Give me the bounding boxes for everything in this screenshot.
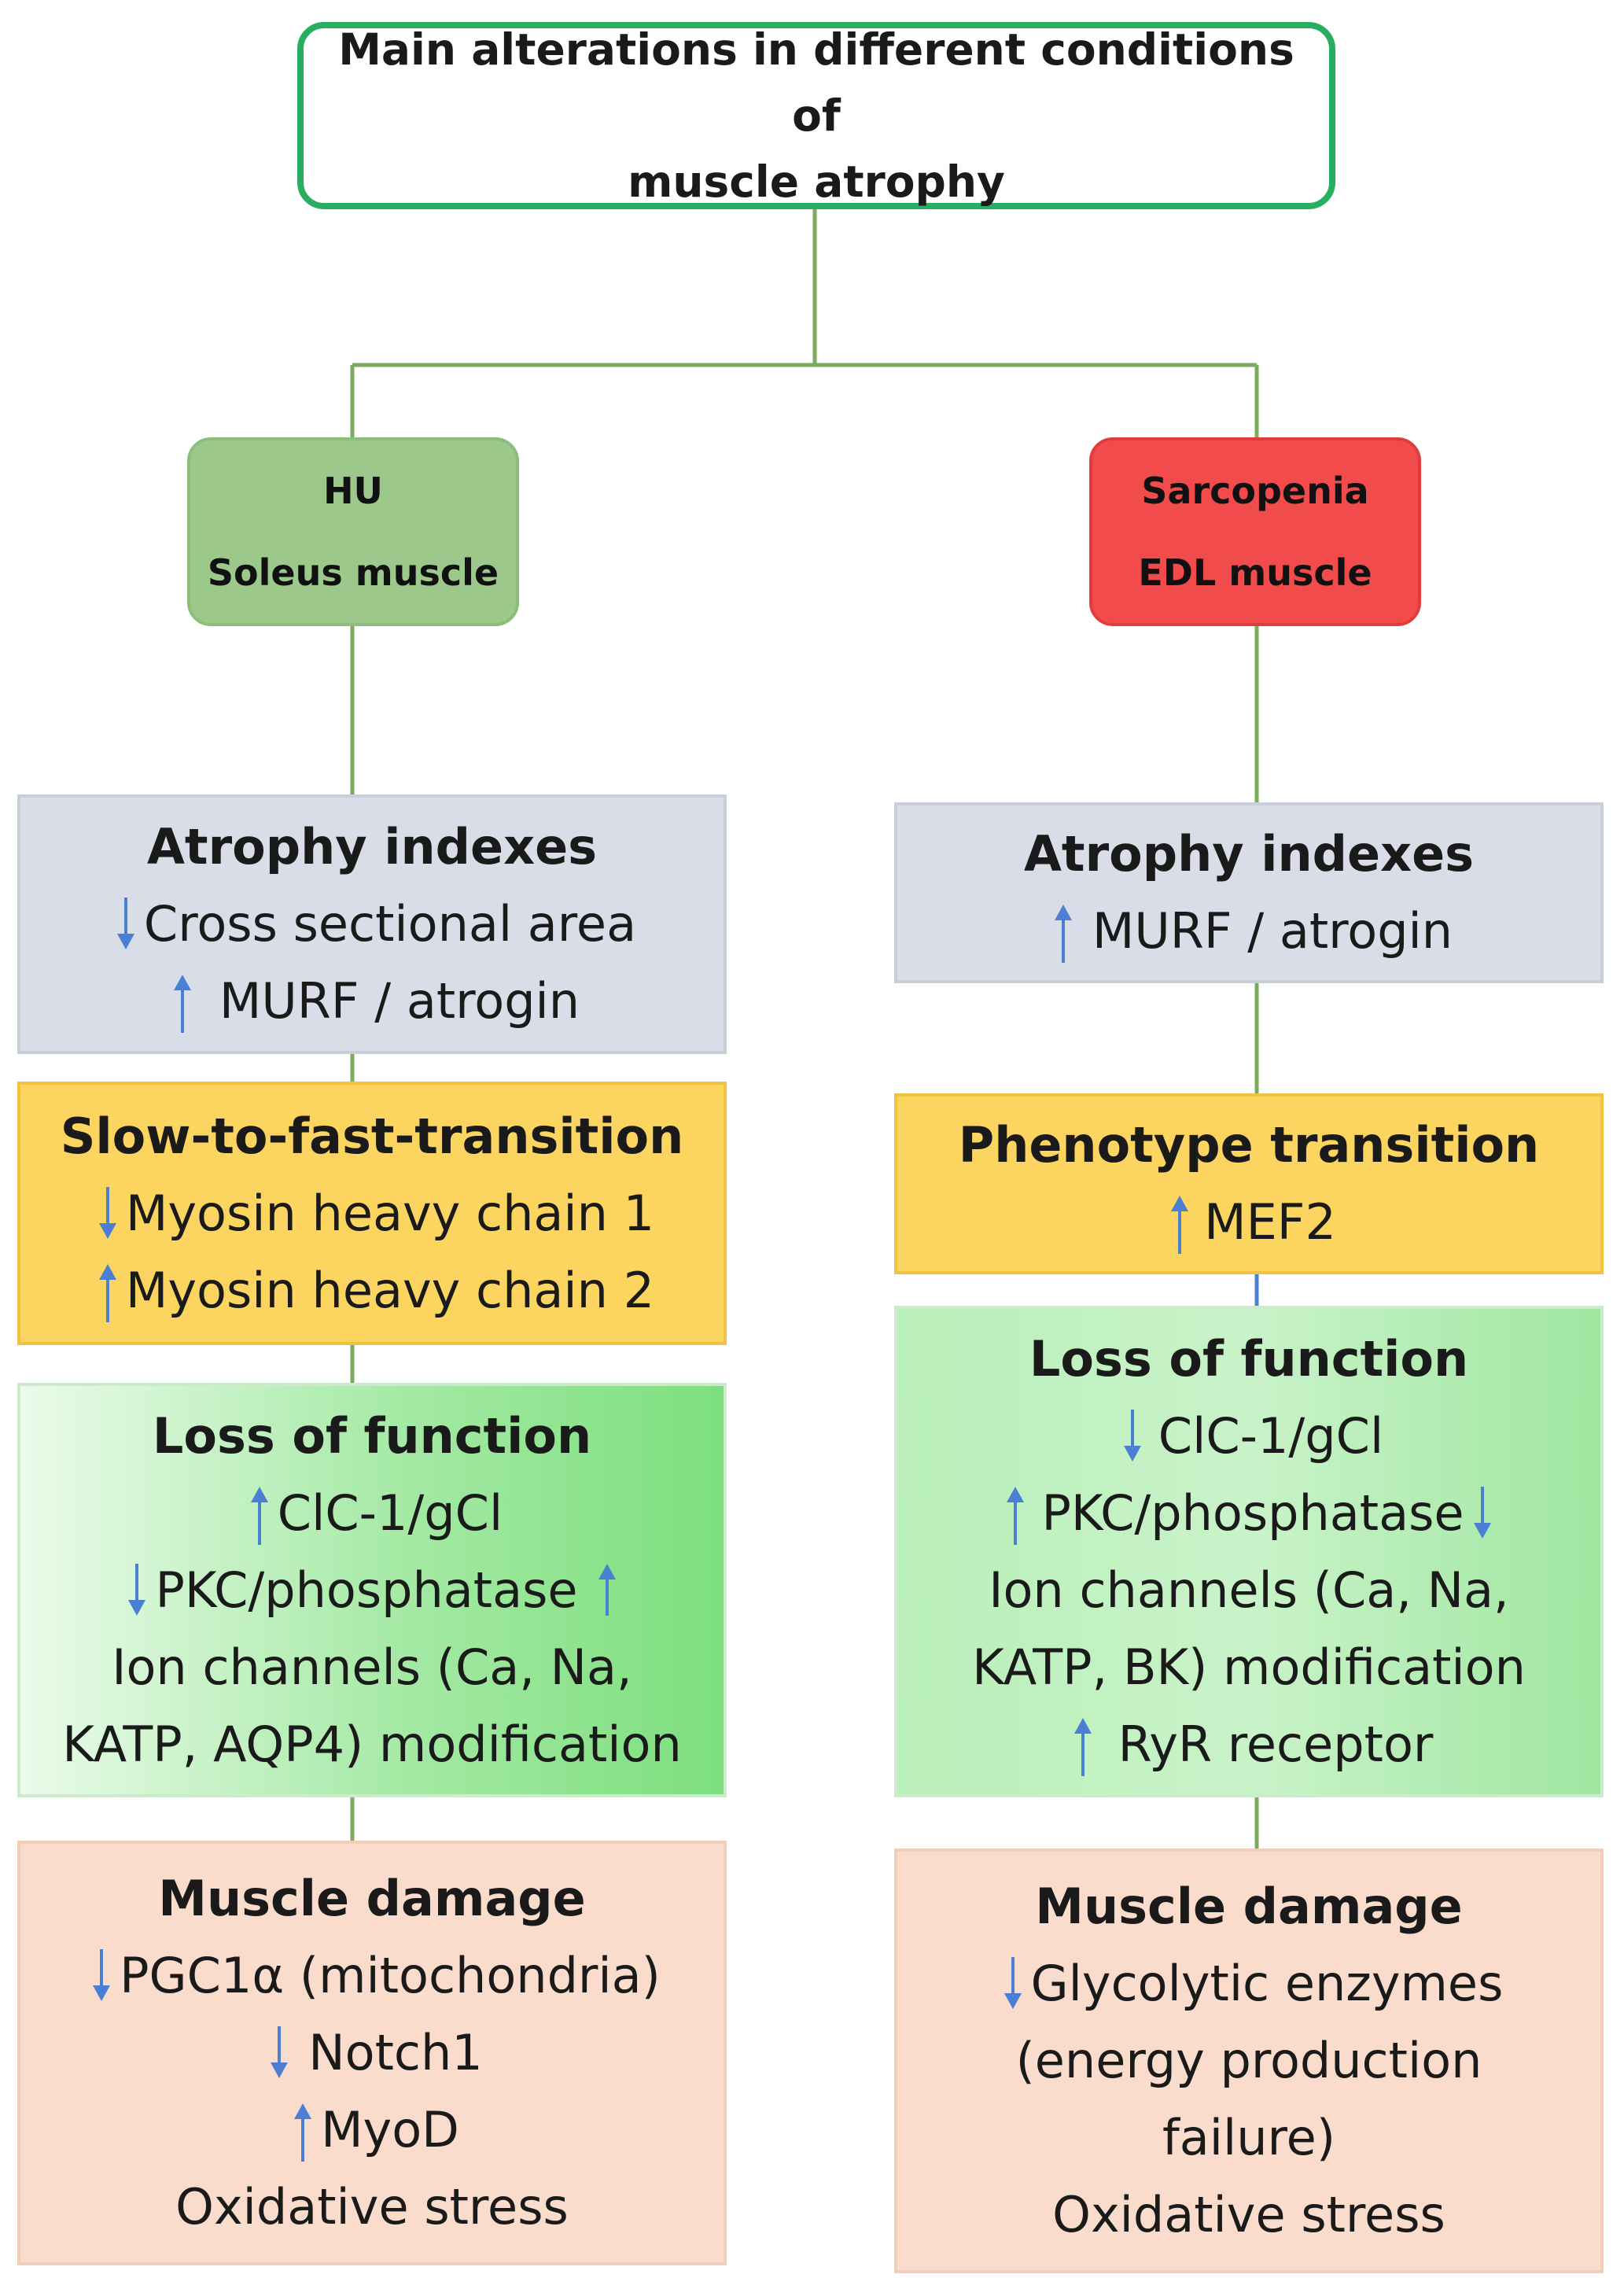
arrow-down-icon: [123, 1559, 150, 1622]
left-atrophy-item1: Cross sectional area: [143, 895, 637, 953]
right-function-item4: KATP, BK) modification: [972, 1638, 1526, 1696]
right-damage-row1: Glycolytic enzymes: [995, 1945, 1504, 2022]
right-damage-item4: Oxidative stress: [1052, 2186, 1445, 2243]
condition-sarcopenia-label: Sarcopenia: [1141, 470, 1369, 512]
right-damage-item2: (energy production: [1015, 2032, 1482, 2089]
left-damage-row2: Notch1: [261, 2014, 483, 2092]
condition-sarcopenia-muscle: EDL muscle: [1138, 551, 1372, 594]
right-atrophy-row1: MURF / atrogin: [1045, 893, 1453, 970]
right-transition-item1: MEF2: [1204, 1193, 1336, 1251]
left-damage-item2: Notch1: [308, 2024, 483, 2081]
left-damage-title: Muscle damage: [158, 1870, 586, 1927]
arrow-up-icon: [1070, 1713, 1096, 1776]
left-damage-row3: MyoD: [285, 2092, 459, 2169]
arrow-up-icon: [246, 1482, 273, 1545]
right-atrophy-title: Atrophy indexes: [1023, 825, 1475, 883]
left-transition-item2: Myosin heavy chain 2: [125, 1261, 655, 1319]
left-function-item4: KATP, AQP4) modification: [62, 1715, 682, 1773]
arrow-down-icon: [88, 1944, 115, 2007]
right-transition-title: Phenotype transition: [958, 1116, 1540, 1174]
right-damage-item3: failure): [1162, 2109, 1336, 2166]
left-function-row1: ClC-1/gCl: [241, 1475, 503, 1552]
left-function-item1: ClC-1/gCl: [277, 1484, 503, 1542]
left-function-row2: PKC/phosphatase: [119, 1552, 624, 1629]
right-function-title: Loss of function: [1029, 1329, 1469, 1388]
left-damage-item3: MyoD: [321, 2101, 459, 2158]
right-function-item5: RyR receptor: [1118, 1715, 1434, 1773]
right-function-item1: ClC-1/gCl: [1158, 1406, 1384, 1465]
arrow-down-icon: [1000, 1952, 1026, 2015]
left-atrophy-title: Atrophy indexes: [146, 818, 598, 875]
arrow-up-icon: [289, 2099, 316, 2162]
right-function-row5: RyR receptor: [1065, 1706, 1434, 1783]
arrow-down-icon: [1119, 1405, 1146, 1468]
right-damage-panel: Muscle damage Glycolytic enzymes (energy…: [894, 1849, 1604, 2273]
arrow-down-icon: [1469, 1482, 1496, 1545]
right-damage-item1: Glycolytic enzymes: [1030, 1955, 1504, 2012]
left-transition-panel: Slow-to-fast-transition Myosin heavy cha…: [17, 1082, 727, 1345]
right-damage-title: Muscle damage: [1035, 1878, 1463, 1935]
left-atrophy-row2: MURF / atrogin: [164, 963, 580, 1040]
arrow-up-icon: [1050, 900, 1077, 963]
right-function-panel: Loss of function ClC-1/gCl PKC/phosphata…: [894, 1306, 1604, 1797]
left-function-item3: Ion channels (Ca, Na,: [112, 1638, 632, 1696]
left-transition-row2: Myosin heavy chain 2: [90, 1252, 654, 1329]
left-transition-row1: Myosin heavy chain 1: [90, 1175, 654, 1252]
left-atrophy-item2: MURF / atrogin: [219, 972, 580, 1030]
left-transition-title: Slow-to-fast-transition: [60, 1107, 684, 1165]
left-function-item2: PKC/phosphatase: [155, 1561, 578, 1619]
arrow-up-icon: [594, 1559, 621, 1622]
condition-hu-label: HU: [323, 470, 383, 512]
left-atrophy-panel: Atrophy indexes Cross sectional area MUR…: [17, 794, 727, 1054]
arrow-up-icon: [94, 1259, 121, 1322]
condition-hu-soleus: HU Soleus muscle: [187, 437, 519, 626]
right-function-item2: PKC/phosphatase: [1041, 1484, 1464, 1542]
condition-hu-muscle: Soleus muscle: [207, 551, 499, 594]
right-function-item3: Ion channels (Ca, Na,: [989, 1561, 1509, 1619]
arrow-up-icon: [1166, 1191, 1193, 1254]
right-transition-panel: Phenotype transition MEF2: [894, 1093, 1604, 1274]
arrow-down-icon: [112, 893, 139, 956]
right-transition-row1: MEF2: [1162, 1184, 1336, 1261]
arrow-down-icon: [94, 1182, 121, 1245]
left-atrophy-row1: Cross sectional area: [108, 886, 636, 963]
root-title-line2: muscle atrophy: [628, 157, 1005, 207]
left-transition-item1: Myosin heavy chain 1: [125, 1184, 655, 1242]
left-function-title: Loss of function: [152, 1406, 592, 1465]
left-function-panel: Loss of function ClC-1/gCl PKC/phosphata…: [17, 1383, 727, 1797]
arrow-up-icon: [169, 970, 196, 1033]
arrow-down-icon: [266, 2022, 293, 2084]
arrow-up-icon: [1002, 1482, 1029, 1545]
right-atrophy-item1: MURF / atrogin: [1092, 902, 1453, 960]
left-damage-item4: Oxidative stress: [175, 2178, 569, 2236]
left-damage-row1: PGC1α (mitochondria): [83, 1937, 661, 2014]
right-function-row1: ClC-1/gCl: [1114, 1398, 1383, 1475]
left-damage-panel: Muscle damage PGC1α (mitochondria) Notch…: [17, 1841, 727, 2265]
right-atrophy-panel: Atrophy indexes MURF / atrogin: [894, 802, 1604, 983]
left-damage-item1: PGC1α (mitochondria): [120, 1947, 661, 2004]
root-title-line1: Main alterations in different conditions…: [338, 24, 1294, 141]
right-function-row2: PKC/phosphatase: [997, 1475, 1500, 1552]
root-box: Main alterations in different conditions…: [297, 22, 1335, 209]
condition-sarcopenia-edl: Sarcopenia EDL muscle: [1089, 437, 1421, 626]
